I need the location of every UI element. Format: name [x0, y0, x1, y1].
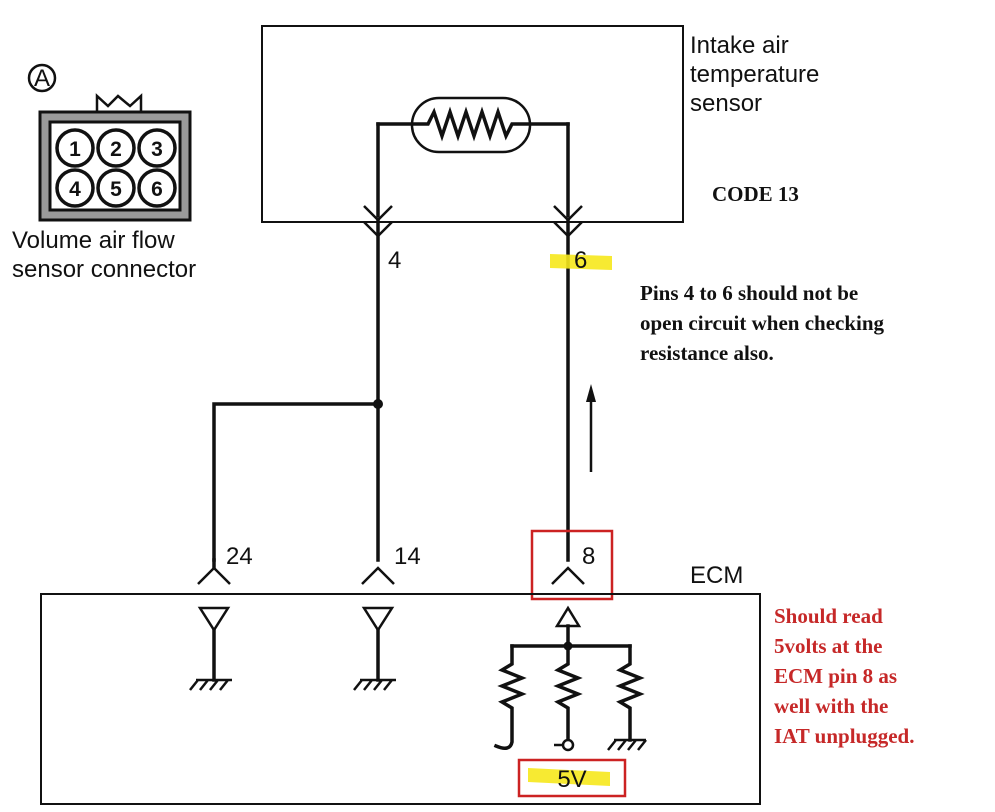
- ecm-note-line1: Should read: [774, 604, 883, 628]
- ecm-resistor-center: [553, 644, 583, 742]
- connector-caption-line2: sensor connector: [12, 256, 196, 283]
- ecm-pin-24-label: 24: [226, 543, 253, 570]
- pins-note-line1: Pins 4 to 6 should not be: [640, 281, 858, 305]
- supply-voltage-label: 5V: [557, 766, 586, 793]
- pin-left-label: 4: [388, 247, 401, 274]
- pin-circle-6: [137, 168, 177, 208]
- pin-circle-3: [137, 128, 177, 168]
- ecm-pin-8-label: 8: [582, 543, 595, 570]
- pins-note: Pins 4 to 6 should not be open circuit w…: [640, 281, 885, 365]
- pin-label-6: 6: [151, 178, 163, 201]
- pin-circle-2: [96, 128, 136, 168]
- chevron-ecm-14: [361, 566, 395, 585]
- ecm-resistor-right: [615, 644, 645, 742]
- highlight-pin6: [550, 254, 612, 270]
- pin-circle-5: [96, 168, 136, 208]
- pin-right-label: 6: [574, 247, 587, 274]
- ecm-24-input-symbol: [197, 606, 231, 633]
- ecm-label: ECM: [690, 562, 743, 589]
- marker-a-circle: [27, 63, 57, 93]
- sensor-title-line3: sensor: [690, 90, 762, 117]
- connector-caption-line1: Volume air flow: [12, 227, 175, 254]
- ecm-note-line2: 5volts at the: [774, 634, 883, 658]
- connector-pins: 1 2 3 4 5 6: [55, 128, 177, 208]
- ecm-pin-8-redbox: [530, 529, 614, 601]
- pin-label-5: 5: [110, 178, 122, 201]
- connector-latch: [95, 93, 143, 112]
- ecm-8-output-symbol: [554, 605, 582, 628]
- ground-icon-14: [353, 678, 396, 691]
- ecm-14-input-symbol: [361, 606, 395, 633]
- chevron-ecm-8: [551, 566, 585, 585]
- pin-label-3: 3: [151, 138, 163, 161]
- pin-label-1: 1: [69, 138, 81, 161]
- pin-circle-4: [55, 168, 95, 208]
- wire-branch-24: [212, 402, 380, 562]
- ecm-note-line3: ECM pin 8 as: [774, 664, 897, 688]
- ground-icon-ecm-right: [607, 738, 647, 751]
- code-label: CODE 13: [712, 182, 799, 206]
- voltage-redbox: [517, 758, 627, 798]
- ecm-note: Should read 5volts at the ECM pin 8 as w…: [774, 604, 914, 748]
- vaf-connector: A 1 2 3 4 5 6 Volume air flow sensor con…: [12, 63, 196, 283]
- sensor-title-line1: Intake air: [690, 32, 789, 59]
- flow-arrow-head: [586, 384, 596, 402]
- ecm-module: ECM 5V: [40, 562, 761, 805]
- highlight-5v: [528, 768, 610, 786]
- ecm-5v-terminal: [561, 738, 575, 752]
- wiring: [197, 122, 596, 585]
- ecm-resistor-left: [493, 644, 527, 750]
- ecm-note-line4: well with the: [774, 694, 888, 718]
- iat-sensor: Intake air temperature sensor: [261, 25, 819, 223]
- chevron-ecm-24: [197, 566, 231, 585]
- pin-label-4: 4: [69, 178, 81, 201]
- ecm-pin-14-label: 14: [394, 543, 421, 570]
- ecm-note-line5: IAT unplugged.: [774, 724, 914, 748]
- marker-a-label: A: [34, 65, 50, 92]
- pin-label-2: 2: [110, 138, 122, 161]
- sensor-title-line2: temperature: [690, 61, 819, 88]
- thermistor-resistor: [376, 106, 570, 142]
- sensor-box: [261, 25, 684, 223]
- ground-icon-24: [189, 678, 232, 691]
- pins-note-line3: resistance also.: [640, 341, 774, 365]
- pins-note-line2: open circuit when checking: [640, 311, 885, 335]
- ecm-box: [40, 593, 761, 805]
- pin-circle-1: [55, 128, 95, 168]
